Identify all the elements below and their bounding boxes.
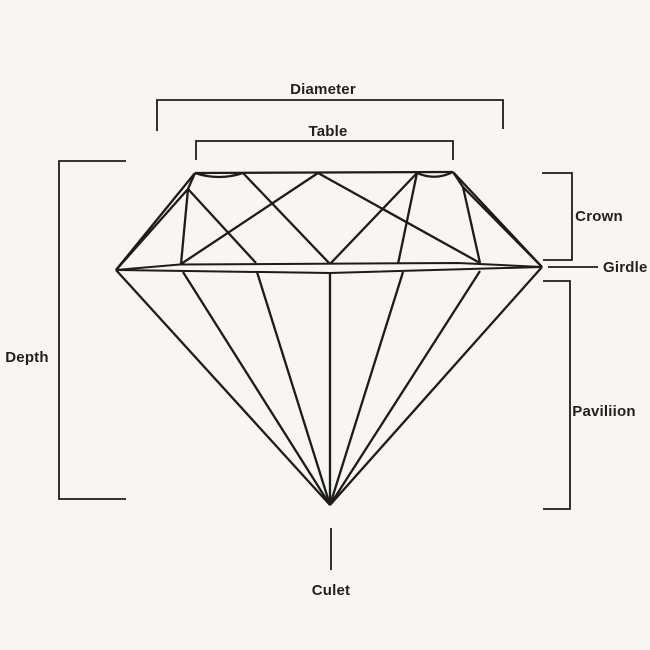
crown-facet-line-left-diagonal bbox=[187, 188, 257, 264]
label-depth: Depth bbox=[5, 349, 49, 366]
crown-bracket bbox=[542, 172, 573, 261]
crown-facet-line-right-vertical bbox=[461, 186, 482, 264]
crown-facet-line-mid-to-left-girdle bbox=[180, 172, 319, 265]
depth-bracket bbox=[58, 160, 126, 500]
crown-table-sag-left bbox=[194, 171, 244, 179]
pavilion-outer-left-edge bbox=[115, 269, 331, 506]
label-girdle: Girdle bbox=[603, 259, 648, 276]
label-culet: Culet bbox=[312, 582, 351, 599]
label-crown: Crown bbox=[575, 208, 623, 225]
crown-facet-line-right-steep bbox=[396, 172, 419, 265]
crown-facet-line-mid-to-right-girdle bbox=[317, 171, 481, 265]
pavilion-facet-line-2 bbox=[255, 271, 332, 506]
crown-facets bbox=[115, 170, 543, 271]
labels: Diameter Table Crown Girdle Depth Pavili… bbox=[5, 81, 647, 599]
pavilion-outer-right-edge bbox=[329, 266, 543, 506]
label-pavilion: Paviliion bbox=[572, 403, 636, 420]
table-bracket bbox=[195, 140, 454, 160]
table-edge bbox=[194, 170, 454, 175]
crown-table-sag-right bbox=[416, 170, 454, 178]
pavilion-bracket bbox=[543, 280, 571, 510]
pavilion-facet-line-1 bbox=[182, 271, 331, 506]
pavilion-facet-line-3 bbox=[328, 271, 405, 506]
measurement-brackets bbox=[58, 99, 598, 570]
crown-facet-line-star-right-down bbox=[329, 172, 418, 265]
crown-facet-line-star-left-down bbox=[242, 172, 331, 265]
diameter-bracket bbox=[156, 99, 504, 131]
label-table: Table bbox=[308, 123, 347, 140]
pavilion-facets bbox=[115, 266, 543, 506]
crown-facet-line-left-vertical bbox=[179, 188, 190, 265]
label-diameter: Diameter bbox=[290, 81, 356, 98]
pavilion-facet-line-4 bbox=[329, 270, 481, 506]
girdle-upper-line bbox=[115, 261, 543, 271]
